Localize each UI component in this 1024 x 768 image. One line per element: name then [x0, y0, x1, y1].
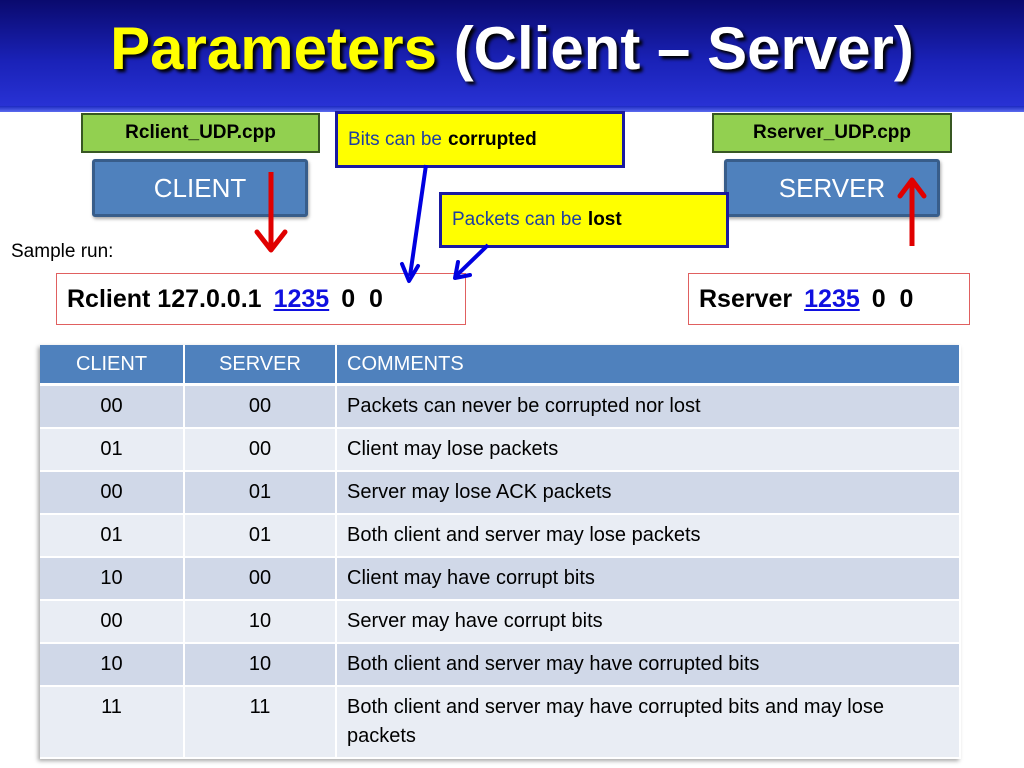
- cell-comment: Both client and server may have corrupte…: [336, 643, 961, 687]
- cell-comment: Client may have corrupt bits: [336, 557, 961, 601]
- header-client: CLIENT: [40, 345, 185, 386]
- cell-comment: Both client and server may lose packets: [336, 514, 961, 558]
- server-command: Rserver: [699, 284, 793, 313]
- cell-client: 00: [40, 471, 185, 515]
- slide-title: Parameters (Client – Server): [0, 14, 1024, 83]
- cell-server: 01: [184, 471, 337, 515]
- table-header-row: CLIENT SERVER COMMENTS: [40, 345, 961, 386]
- sample-run-label: Sample run:: [11, 241, 114, 262]
- table-row: 00 00 Packets can never be corrupted nor…: [40, 384, 961, 429]
- header-server: SERVER: [184, 345, 337, 386]
- cell-client: 00: [40, 600, 185, 644]
- title-accent: Parameters: [110, 15, 438, 82]
- table-row: 10 10 Both client and server may have co…: [40, 643, 961, 687]
- table-row: 10 00 Client may have corrupt bits: [40, 557, 961, 601]
- table-row: 01 00 Client may lose packets: [40, 428, 961, 472]
- cell-client: 10: [40, 643, 185, 687]
- cell-server: 00: [184, 557, 337, 601]
- cell-server: 00: [184, 428, 337, 472]
- cell-server: 10: [184, 600, 337, 644]
- server-port: 1235: [804, 284, 860, 313]
- cell-comment: Server may lose ACK packets: [336, 471, 961, 515]
- callout-bits-corrupted: Bits can be corrupted: [335, 111, 625, 168]
- table-row: 11 11 Both client and server may have co…: [40, 686, 961, 759]
- cell-client: 01: [40, 514, 185, 558]
- cell-client: 11: [40, 686, 185, 759]
- title-bar: Parameters (Client – Server): [0, 0, 1024, 112]
- cell-client: 10: [40, 557, 185, 601]
- server-box: SERVER: [724, 159, 940, 217]
- title-rest: (Client – Server): [453, 15, 914, 82]
- cell-comment: Client may lose packets: [336, 428, 961, 472]
- table-row: 01 01 Both client and server may lose pa…: [40, 514, 961, 558]
- cell-comment: Server may have corrupt bits: [336, 600, 961, 644]
- client-file-label: Rclient_UDP.cpp: [81, 113, 320, 153]
- table-row: 00 01 Server may lose ACK packets: [40, 471, 961, 515]
- client-command: Rclient 127.0.0.1: [67, 284, 262, 313]
- callout-lost-emphasis: lost: [587, 209, 622, 230]
- table-row: 00 10 Server may have corrupt bits: [40, 600, 961, 644]
- corrupted-pointer-arrow-icon: [400, 164, 428, 283]
- cell-server: 01: [184, 514, 337, 558]
- cell-client: 01: [40, 428, 185, 472]
- client-box: CLIENT: [92, 159, 308, 217]
- server-flags: 0 0: [871, 284, 914, 313]
- header-comments: COMMENTS: [336, 345, 961, 386]
- client-port: 1235: [273, 284, 330, 313]
- cell-client: 00: [40, 384, 185, 429]
- callout-lost-prefix: Packets can be: [452, 209, 582, 230]
- cell-server: 10: [184, 643, 337, 687]
- client-command-box: Rclient 127.0.0.1 1235 0 0: [56, 273, 466, 325]
- client-flags: 0 0: [341, 284, 383, 313]
- cell-server: 00: [184, 384, 337, 429]
- cell-comment: Packets can never be corrupted nor lost: [336, 384, 961, 429]
- callout-corrupted-prefix: Bits can be: [348, 128, 442, 150]
- cell-comment: Both client and server may have corrupte…: [336, 686, 961, 759]
- server-command-box: Rserver 1235 0 0: [688, 273, 970, 325]
- server-file-label: Rserver_UDP.cpp: [712, 113, 952, 153]
- cell-server: 11: [184, 686, 337, 759]
- callout-corrupted-emphasis: corrupted: [448, 128, 537, 150]
- parameters-table: CLIENT SERVER COMMENTS 00 00 Packets can…: [40, 345, 961, 759]
